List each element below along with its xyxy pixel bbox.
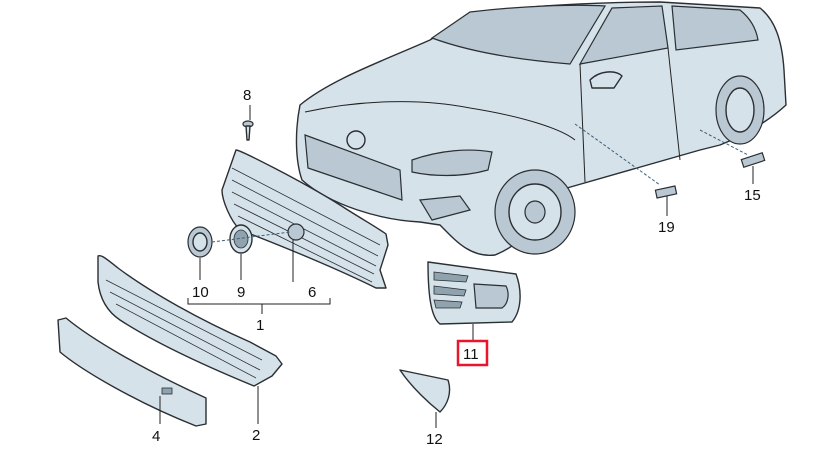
trim-strip-part-4 [57,317,207,427]
label-part-15: 15 [744,187,761,204]
highlight-box [456,339,489,367]
cover-part-12 [399,369,451,413]
lower-grille-part-2 [97,255,283,387]
label-part-11: 11 [463,346,479,363]
label-part-8: 8 [243,87,251,104]
vw-logo-icon [346,130,366,150]
badge-15-icon [740,152,766,168]
carrier-part-9 [229,224,253,254]
front-wheel-icon [494,169,576,255]
label-part-10: 10 [192,284,209,301]
label-part-1: 1 [256,317,264,334]
label-part-4: 4 [152,428,160,445]
car-illustration [295,1,787,256]
leader-lines [159,105,754,428]
mirror-icon [589,71,623,89]
label-part-2: 2 [252,427,260,444]
badge-19-icon [654,185,678,199]
upper-grille-part-6 [221,149,389,289]
label-part-19: 19 [658,219,675,236]
label-part-12: 12 [426,431,443,448]
label-part-6: 6 [308,284,316,301]
fog-light-grille-part-11 [427,261,521,325]
emblem-part-10 [187,226,213,258]
rear-wheel-icon [715,75,765,145]
screw-part-8 [242,120,254,141]
label-part-9: 9 [237,284,245,301]
